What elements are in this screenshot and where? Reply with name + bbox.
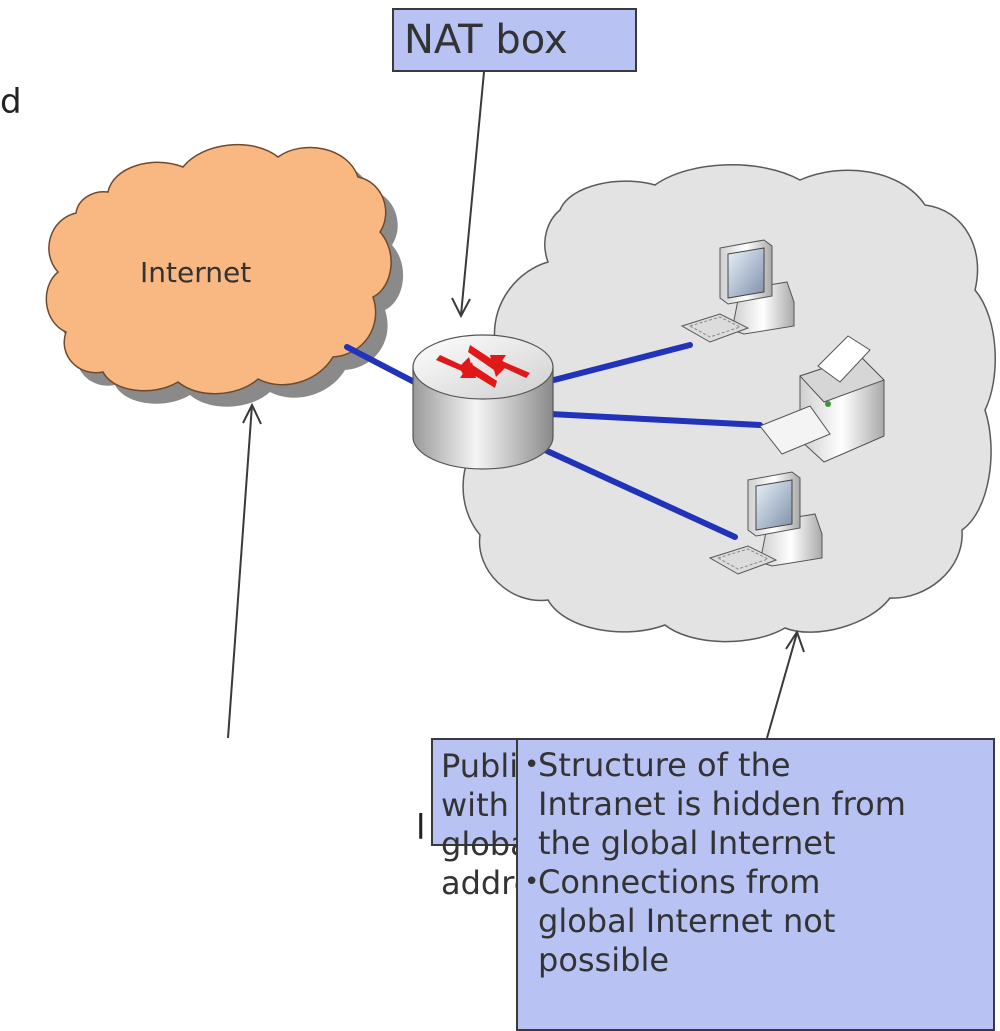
internet-cloud <box>45 144 392 395</box>
cut-off-text-bottom: l <box>416 808 426 848</box>
link-router-pc1 <box>547 342 693 384</box>
nat-box-callout: NAT box <box>392 8 637 72</box>
arrow-public <box>227 404 253 739</box>
desktop-computer-icon <box>680 239 795 343</box>
arrow-nat <box>460 71 485 316</box>
network-links <box>344 342 763 540</box>
router-icon <box>412 334 554 470</box>
cut-off-text-top: d <box>0 82 22 122</box>
callout-arrows <box>227 71 805 739</box>
link-router-pc2 <box>542 447 738 540</box>
intranet-bullet-hidden-structure: Structure of the Intranet is hidden from… <box>524 746 987 863</box>
link-router-printer <box>547 411 763 428</box>
printer-icon <box>759 335 885 463</box>
arrow-intranet <box>766 632 798 739</box>
intranet-bullet-no-connections: Connections from global Internet not pos… <box>524 863 987 980</box>
link-internet-router <box>344 344 423 388</box>
intranet-callout: Structure of the Intranet is hidden from… <box>516 738 995 1031</box>
desktop-computer-icon <box>708 471 823 575</box>
intranet-bullet-list: Structure of the Intranet is hidden from… <box>524 746 987 980</box>
internet-cloud-label: Internet <box>140 256 252 289</box>
